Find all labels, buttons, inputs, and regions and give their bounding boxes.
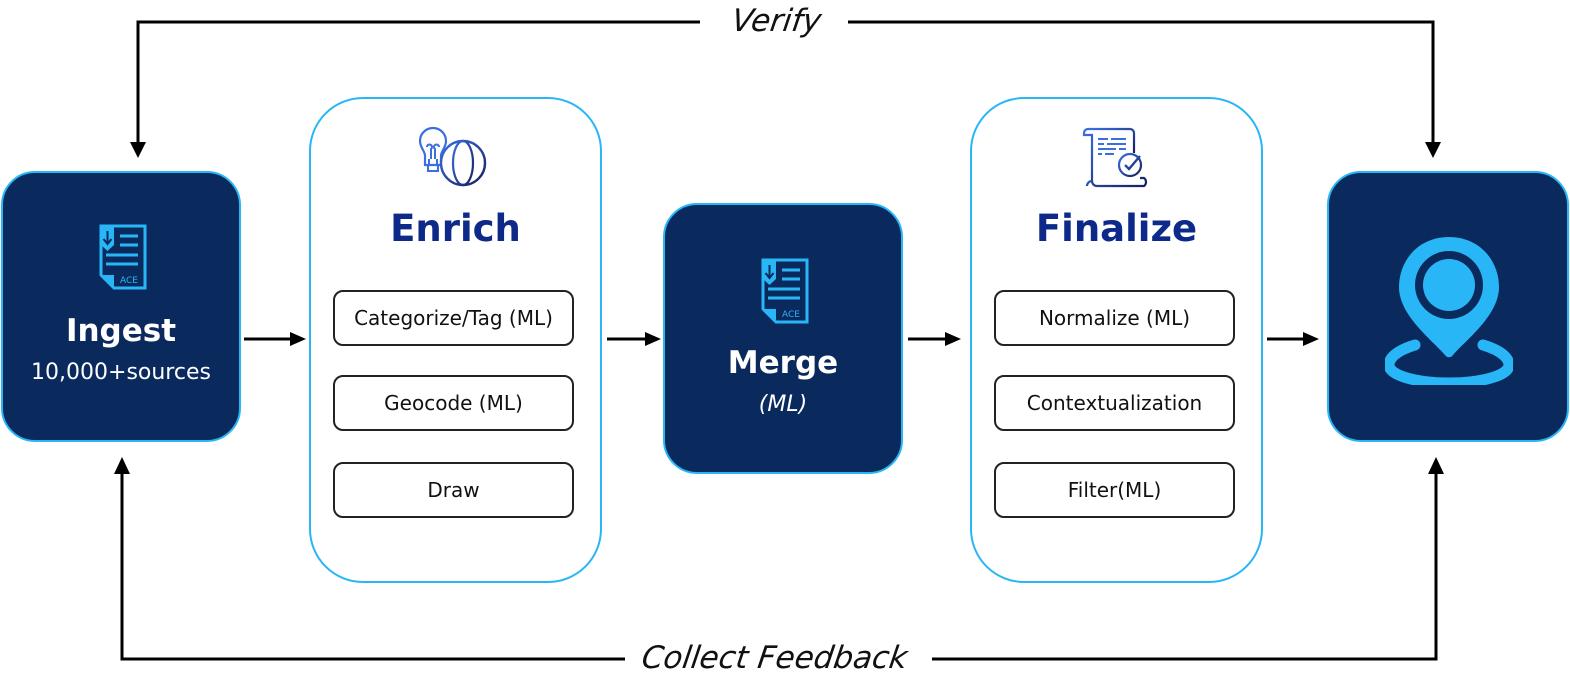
document-ace-icon: ACE [761, 258, 809, 324]
verify-arrowhead-left [130, 142, 146, 158]
scroll-checkmark-icon [1082, 127, 1148, 188]
ingest-subtitle: 10,000+sources [31, 360, 211, 385]
arrowhead-ingest-to-enrich [290, 332, 306, 346]
feedback-arrowhead-left [114, 457, 130, 474]
finalize-stage: Finalize Normalize (ML) Contextualizatio… [970, 97, 1263, 583]
step-categorize-tag: Categorize/Tag (ML) [333, 290, 574, 346]
verify-label: Verify [717, 1, 836, 41]
lightbulb-globe-icon [419, 126, 487, 187]
merge-stage: ACE Merge (ML) [663, 203, 903, 474]
ace-label: ACE [120, 276, 138, 286]
output-stage [1327, 171, 1569, 442]
step-draw: Draw [333, 462, 574, 518]
verify-loop [130, 20, 1441, 158]
verify-loop-right [848, 20, 1435, 148]
feedback-loop-left [120, 468, 625, 661]
verify-loop-left [136, 20, 700, 148]
step-geocode: Geocode (ML) [333, 375, 574, 431]
verify-arrowhead-right [1425, 142, 1441, 158]
step-normalize: Normalize (ML) [994, 290, 1235, 346]
step-contextualization: Contextualization [994, 375, 1235, 431]
feedback-loop [114, 457, 1444, 661]
document-ace-icon: ACE [99, 224, 147, 290]
collect-feedback-label: Collect Feedback [627, 638, 923, 678]
merge-title: Merge [727, 345, 839, 381]
enrich-stage: Enrich Categorize/Tag (ML) Geocode (ML) … [309, 97, 602, 583]
merge-subtitle: (ML) [758, 392, 808, 417]
step-filter: Filter(ML) [994, 462, 1235, 518]
feedback-loop-right [932, 468, 1438, 661]
arrowhead-merge-to-finalize [945, 332, 961, 346]
feedback-arrowhead-right [1428, 457, 1444, 474]
arrowhead-enrich-to-merge [645, 332, 661, 346]
flow-arrows [244, 332, 1319, 346]
enrich-title: Enrich [390, 207, 521, 250]
ace-label: ACE [782, 310, 800, 320]
ingest-title: Ingest [65, 313, 177, 349]
arrowhead-finalize-to-output [1303, 332, 1319, 346]
finalize-title: Finalize [1035, 207, 1198, 250]
ingest-stage: ACE Ingest 10,000+sources [1, 171, 241, 442]
location-pin-icon [1385, 237, 1513, 385]
